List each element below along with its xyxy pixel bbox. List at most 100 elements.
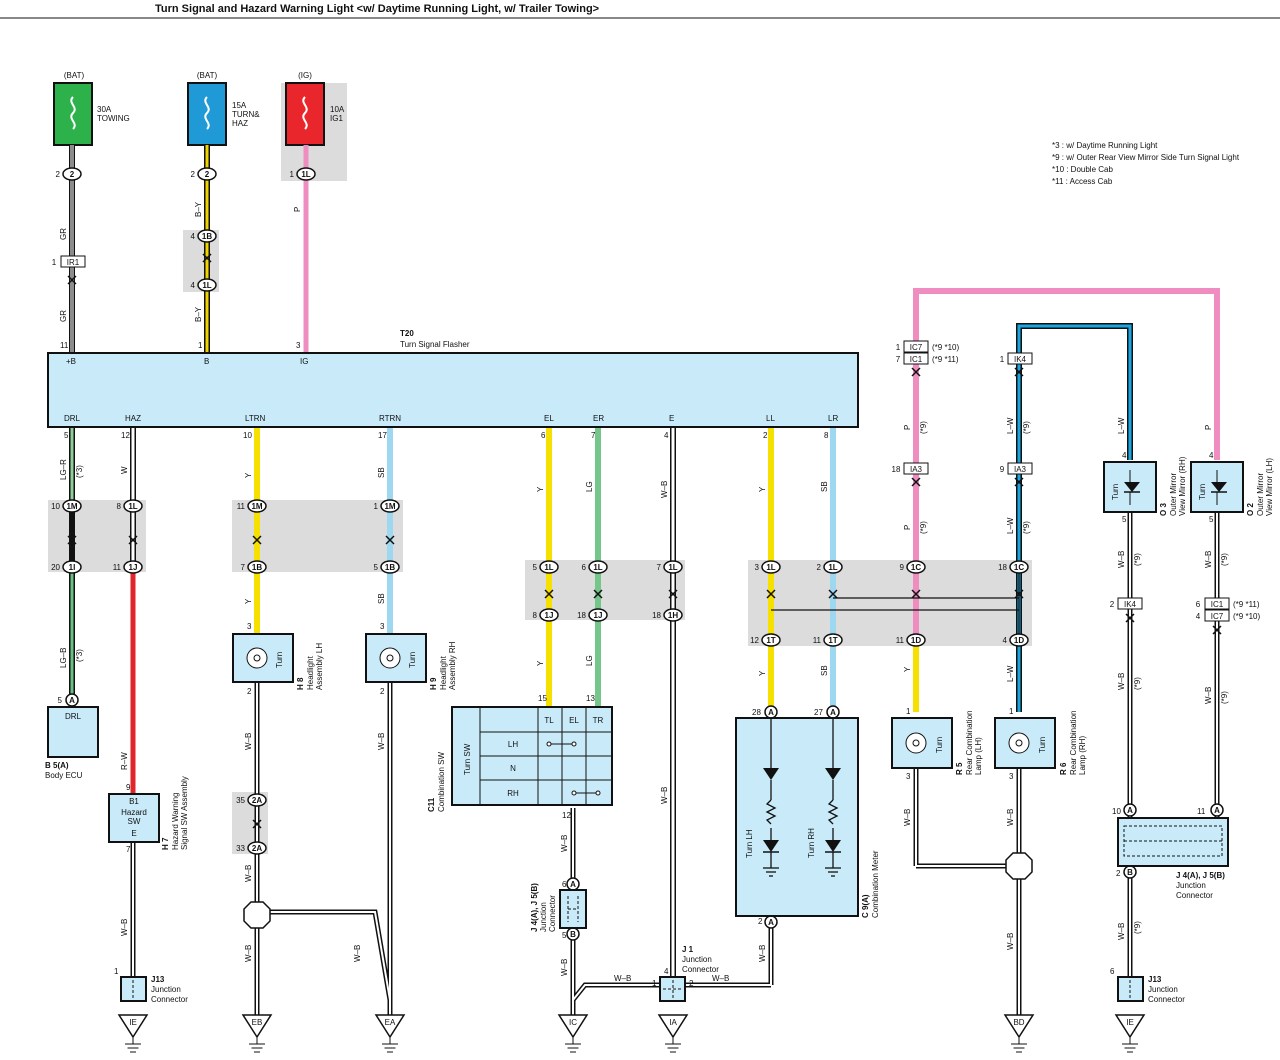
connector-arrow xyxy=(1014,589,1024,599)
svg-text:P: P xyxy=(903,425,912,430)
svg-text:DRL: DRL xyxy=(64,414,81,423)
svg-text:LH: LH xyxy=(508,740,518,749)
svg-text:A: A xyxy=(830,708,836,717)
svg-text:IC1: IC1 xyxy=(910,355,923,364)
svg-text:7: 7 xyxy=(896,355,901,364)
svg-text:W–B: W–B xyxy=(353,945,362,962)
svg-text:(*3): (*3) xyxy=(75,465,84,478)
svg-text:LL: LL xyxy=(766,414,775,423)
svg-text:T20: T20 xyxy=(400,329,414,338)
terminal-pin: A xyxy=(1123,803,1137,817)
connector-pin-label: 1J xyxy=(545,611,554,620)
svg-text:B–Y: B–Y xyxy=(194,306,203,322)
svg-text:2: 2 xyxy=(758,917,763,926)
svg-text:SB: SB xyxy=(820,481,829,492)
connector-pin-label: 1J xyxy=(129,563,138,572)
svg-text:B: B xyxy=(1127,868,1133,877)
svg-text:L–W: L–W xyxy=(1006,417,1015,434)
connector-arrow xyxy=(593,589,603,599)
connector-pin: 1L 8 xyxy=(117,499,143,513)
svg-text:J 4(A), J 5(B): J 4(A), J 5(B) xyxy=(530,883,539,932)
svg-text:DRL: DRL xyxy=(65,712,82,721)
connector-pin-number: 9 xyxy=(900,563,905,572)
svg-text:12: 12 xyxy=(121,431,130,440)
svg-text:Y: Y xyxy=(244,472,253,478)
combination-meter: Turn LH Turn RH 28 27 2 C 9(A) Combinati… xyxy=(735,708,880,926)
connector-pin-label: 1M xyxy=(66,502,77,511)
svg-text:IG1: IG1 xyxy=(330,114,343,123)
svg-text:LG–R: LG–R xyxy=(59,459,68,480)
svg-text:W–B: W–B xyxy=(1006,809,1015,826)
svg-text:3: 3 xyxy=(380,622,385,631)
svg-text:(*9 *10): (*9 *10) xyxy=(932,343,959,352)
svg-text:8: 8 xyxy=(824,431,829,440)
svg-text:Hazard: Hazard xyxy=(121,808,147,817)
svg-text:(*9): (*9) xyxy=(1022,521,1031,534)
svg-text:+B: +B xyxy=(66,357,76,366)
svg-text:3: 3 xyxy=(296,341,301,350)
connector-pin-number: 8 xyxy=(117,502,122,511)
connector-pin-number: 20 xyxy=(51,563,60,572)
svg-text:Y: Y xyxy=(536,660,545,666)
connector-pin-label: 2 xyxy=(70,170,75,179)
connector-pin-number: 11 xyxy=(813,636,822,645)
junction-connector-j1: 1 2 4 J 1 Junction Connector xyxy=(652,945,719,1002)
svg-text:W–B: W–B xyxy=(1117,673,1126,690)
connector-pin-number: 11 xyxy=(237,502,246,511)
svg-text:(BAT): (BAT) xyxy=(64,71,85,80)
connector-arrow xyxy=(67,275,77,285)
svg-text:4: 4 xyxy=(664,431,669,440)
svg-text:W–B: W–B xyxy=(1006,933,1015,950)
svg-text:1: 1 xyxy=(906,707,911,716)
svg-text:7: 7 xyxy=(591,431,596,440)
svg-text:7: 7 xyxy=(126,845,131,854)
svg-text:P: P xyxy=(1204,425,1213,430)
svg-text:Connector: Connector xyxy=(1176,891,1213,900)
connector-arrow xyxy=(1014,477,1024,487)
connector-pin-label: 1L xyxy=(668,563,677,572)
svg-text:SB: SB xyxy=(377,467,386,478)
svg-text:W–B: W–B xyxy=(1117,923,1126,940)
ground-bd: BD xyxy=(1003,1014,1035,1053)
svg-text:LG–B: LG–B xyxy=(59,648,68,668)
svg-text:EA: EA xyxy=(385,1018,396,1027)
ground-ie: IE xyxy=(117,1014,149,1053)
outer-mirror-rh: Turn 4 5 O 3 Outer Mirror View Mirror (R… xyxy=(1103,451,1187,524)
connector-pin-label: 1J xyxy=(594,611,603,620)
connector-pin-label: 1M xyxy=(251,502,262,511)
svg-text:E: E xyxy=(669,414,674,423)
connector-pin: 1M1 xyxy=(374,499,400,513)
svg-text:J13: J13 xyxy=(1148,975,1162,984)
svg-text:W–B: W–B xyxy=(244,945,253,962)
ground-ea: EA xyxy=(374,1014,406,1053)
terminal-pin: B xyxy=(1123,865,1137,879)
junction-connector-j4j5-left: 6 5 J 4(A), J 5(B) Junction Connector xyxy=(530,880,587,940)
svg-text:Turn: Turn xyxy=(935,737,944,753)
connector-pin-label: 1L xyxy=(128,502,137,511)
terminal-pin: A5 xyxy=(58,693,79,707)
svg-text:6: 6 xyxy=(1110,967,1115,976)
ground-ia: IA xyxy=(657,1014,689,1053)
svg-text:Assembly RH: Assembly RH xyxy=(448,641,457,690)
connector-pin-number: 5 xyxy=(374,563,379,572)
svg-text:B: B xyxy=(204,357,209,366)
svg-text:(IG): (IG) xyxy=(298,71,312,80)
notes: *3 : w/ Daytime Running Light *9 : w/ Ou… xyxy=(1052,141,1240,186)
svg-text:6: 6 xyxy=(562,880,567,889)
svg-text:(*9): (*9) xyxy=(1133,677,1142,690)
svg-text:L–W: L–W xyxy=(1117,417,1126,434)
svg-text:C 9(A): C 9(A) xyxy=(861,894,870,918)
connector-pin: 1B7 xyxy=(241,560,267,574)
connector-arrow xyxy=(67,535,77,545)
connector-pin: 1B4 xyxy=(191,229,217,243)
svg-text:B 5(A): B 5(A) xyxy=(45,761,69,770)
svg-text:A: A xyxy=(768,918,774,927)
connector-pin-number: 5 xyxy=(533,563,538,572)
svg-text:B: B xyxy=(570,930,576,939)
svg-text:O 3: O 3 xyxy=(1159,503,1168,516)
svg-text:5: 5 xyxy=(1122,515,1127,524)
connector-ic1-ic7-mid: IC1 IC7 6 4 (*9 *11) (*9 *10) xyxy=(1196,597,1260,622)
